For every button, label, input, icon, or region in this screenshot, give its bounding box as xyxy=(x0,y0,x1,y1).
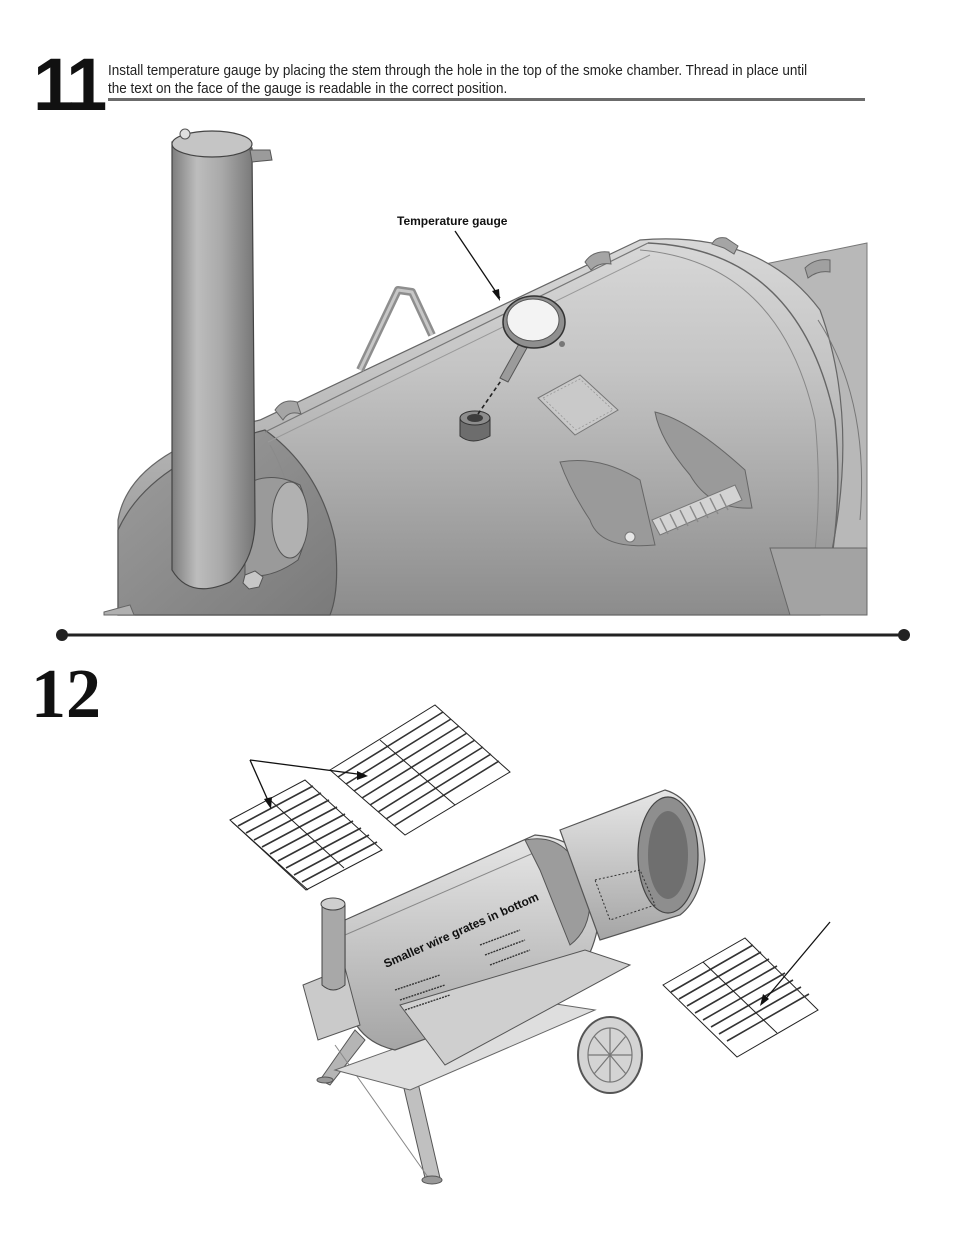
wire-grate-top-right xyxy=(329,704,511,836)
gauge-mount-collar xyxy=(459,410,491,442)
section-divider xyxy=(56,629,910,641)
lid-spring-handle xyxy=(624,484,743,543)
step-12-number: 12 xyxy=(31,656,101,733)
wire-grate-right xyxy=(662,937,819,1058)
step-11-underline xyxy=(108,98,865,101)
grate-arrows xyxy=(249,759,831,1006)
smoker-grill xyxy=(302,789,706,1185)
temperature-gauge-label: Temperature gauge xyxy=(397,214,508,228)
temperature-gauge-arrow xyxy=(454,230,501,299)
smoke-stack xyxy=(171,128,273,590)
wire-grate-top-left xyxy=(229,779,383,891)
chimney-collar xyxy=(244,477,309,577)
step-11-instruction: Install temperature gauge by placing the… xyxy=(108,62,808,97)
temperature-gauge xyxy=(499,295,566,383)
step-12-illustration: Smaller wire grates in bottom xyxy=(229,704,831,1185)
step-11-number: 11 xyxy=(33,43,107,126)
